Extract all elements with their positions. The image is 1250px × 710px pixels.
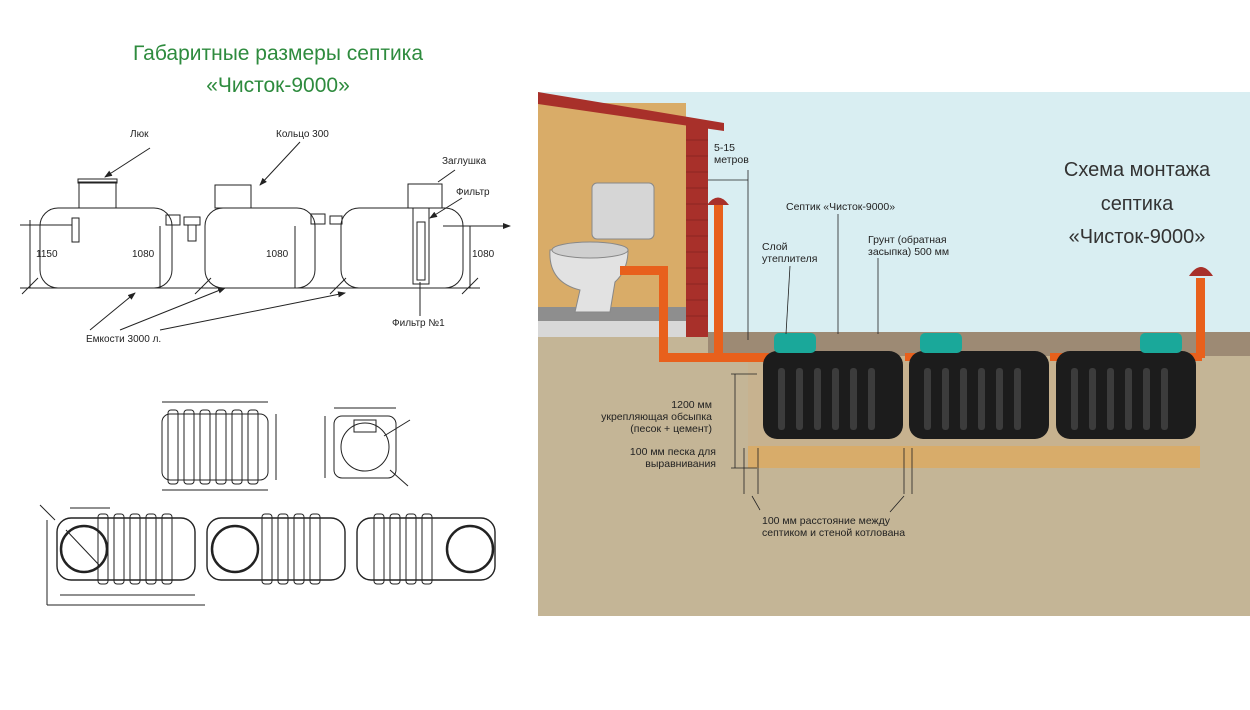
tank-3-outline [340, 207, 464, 289]
label-tanks: Емкости 3000 л. [86, 334, 161, 345]
hatch-2-outline [214, 184, 252, 209]
drawing-title-line1: Габаритные размеры септика [132, 42, 424, 65]
dim-height-4: 1080 [472, 249, 495, 260]
top-view-drawing [39, 504, 496, 606]
label-sand-1: 100 мм песка для [630, 446, 716, 458]
filter-outline [412, 207, 430, 285]
label-insulation-2: утеплителя [762, 253, 817, 265]
hatch-teal-1 [774, 333, 816, 353]
label-sand-2: выравнивания [645, 458, 716, 470]
drawing-title: Габаритные размеры септика «Чисток-9000» [60, 38, 496, 102]
tank-1-outline [39, 207, 173, 289]
toilet-illustration [549, 182, 655, 313]
brick-wall [686, 124, 708, 390]
side-view-drawing [20, 141, 511, 331]
label-hatch: Люк [130, 129, 149, 140]
label-soil-2: засыпка) 500 мм [868, 246, 949, 258]
hatch-3-outline [407, 183, 443, 209]
label-backfill-1: 1200 мм [671, 399, 712, 411]
tank-2-outline [204, 207, 316, 289]
vent-cap-house [707, 197, 729, 205]
drawing-title-line2: «Чисток-9000» [206, 74, 350, 97]
vent-cap-septic [1189, 267, 1213, 276]
hatch-1-outline [78, 181, 117, 209]
label-plug: Заглушка [442, 156, 486, 167]
scheme-title-line1: Схема монтажа [1064, 159, 1211, 181]
label-soil-1: Грунт (обратная [868, 234, 947, 246]
label-insulation-1: Слой [762, 241, 788, 253]
label-backfill-3: (песок + цемент) [630, 423, 712, 435]
label-filter-n1: Фильтр №1 [392, 318, 445, 329]
label-backfill-2: укрепляющая обсыпка [601, 411, 712, 423]
label-ring: Кольцо 300 [276, 129, 329, 140]
dim-height-3: 1080 [266, 249, 289, 260]
label-gap-1: 100 мм расстояние между [762, 515, 891, 527]
hatch-teal-2 [920, 333, 962, 353]
dim-height-2: 1080 [132, 249, 155, 260]
label-filter: Фильтр [456, 187, 490, 198]
label-septic: Септик «Чисток-9000» [786, 201, 895, 213]
sand-layer [748, 446, 1200, 468]
scheme-title-line3: «Чисток-9000» [1069, 226, 1206, 248]
label-distance-value: 5-15 [714, 142, 735, 154]
house-roof [538, 92, 724, 131]
end-view-drawing [324, 407, 411, 487]
installation-scheme [538, 92, 1250, 616]
dim-height-1: 1150 [36, 249, 58, 260]
label-distance-unit: метров [714, 154, 749, 166]
label-gap-2: септиком и стеной котлована [762, 527, 905, 539]
hatch-teal-3 [1140, 333, 1182, 353]
front-view-drawing [161, 401, 277, 491]
scheme-title-line2: септика [1101, 193, 1174, 215]
